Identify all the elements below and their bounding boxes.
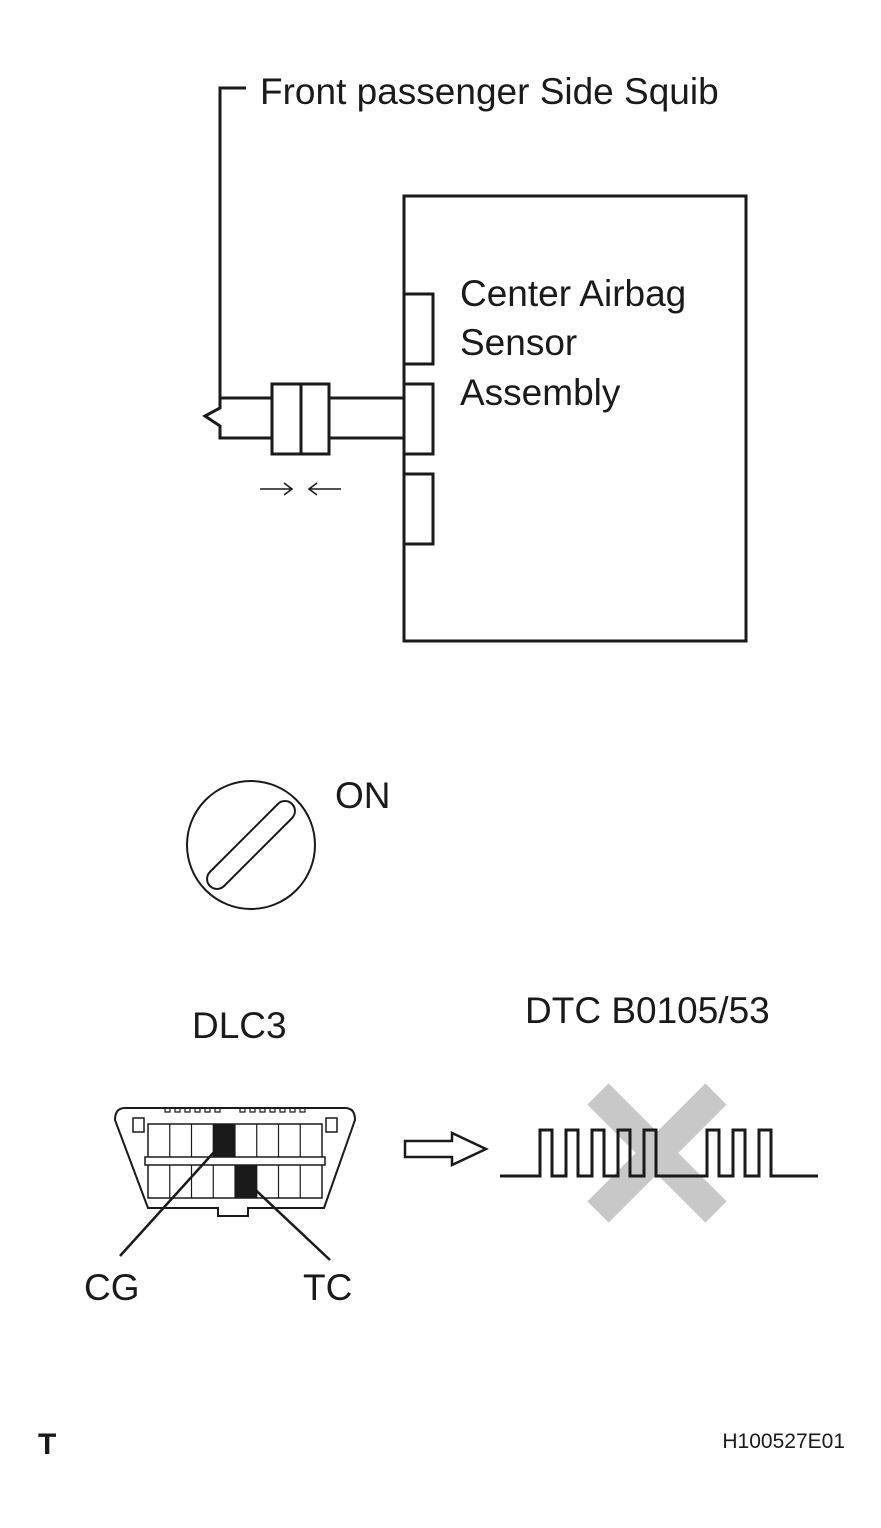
ignition-key-icon — [186, 780, 316, 910]
dtc-label: DTC B0105/53 — [525, 990, 770, 1031]
sensor-port-1 — [402, 292, 435, 366]
airbag-sensor-box — [402, 194, 748, 643]
pin-cg — [213, 1124, 235, 1157]
pin-tc-label: TC — [303, 1267, 352, 1308]
connector — [270, 382, 404, 456]
sensor-label-line-3: Assembly — [460, 372, 621, 413]
corner-mark: T — [38, 1428, 56, 1461]
sensor-label-line-2: Sensor — [460, 322, 577, 363]
sensor-port-3 — [402, 472, 435, 546]
pin-leaders — [119, 1140, 331, 1261]
sensor-label-line-1: Center Airbag — [460, 273, 686, 314]
sensor-port-2 — [402, 382, 435, 456]
output-arrow-icon — [403, 1131, 489, 1167]
sensor-connectors — [402, 292, 435, 546]
ignition-on-label: ON — [335, 775, 391, 816]
dlc3-title: DLC3 — [192, 1005, 287, 1046]
squib-label: Front passenger Side Squib — [260, 71, 719, 112]
figure-id: H100527E01 — [722, 1430, 845, 1453]
squib-leader — [202, 86, 272, 440]
connect-arrows-icon — [260, 482, 341, 496]
pin-cg-label: CG — [84, 1267, 140, 1308]
dtc-pulse-waveform — [500, 1128, 818, 1178]
